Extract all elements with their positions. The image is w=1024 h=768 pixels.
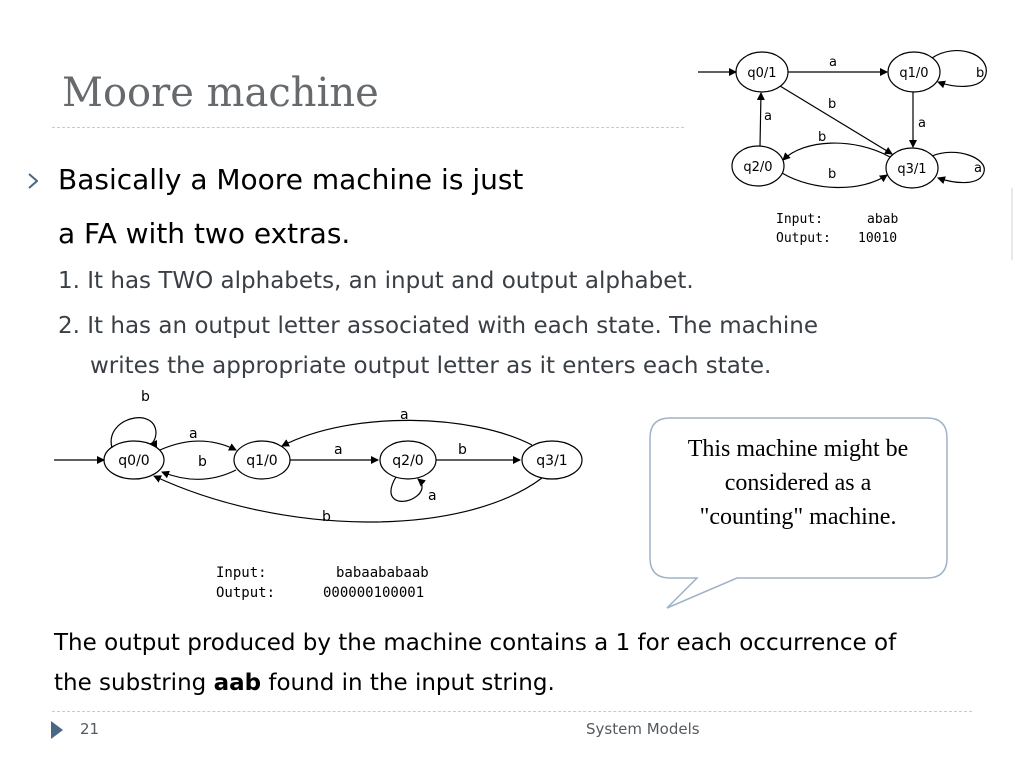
state-q0-label: q0/0: [118, 453, 149, 469]
output-label: Output:: [776, 231, 831, 246]
top-state-diagram: q0/1 q1/0 q2/0 q3/1 a b b a a b b a Inpu…: [698, 50, 987, 246]
conclusion-text-before: the substring: [54, 670, 214, 696]
callout-line-3: "counting" machine.: [699, 504, 897, 530]
edge-label: b: [976, 66, 984, 81]
conclusion-line-2: the substring aab found in the input str…: [54, 670, 555, 696]
input-label: Input:: [216, 565, 267, 581]
edge-q3-q2: [782, 142, 891, 161]
edge-label: b: [198, 454, 207, 470]
conclusion-text-after: found in the input string.: [261, 670, 555, 696]
edge-q2-q3: [781, 172, 888, 189]
state-q2-label: q2/0: [743, 160, 772, 175]
sub-item-2-number: 2.: [58, 313, 80, 339]
edge-label: a: [334, 442, 343, 458]
state-q3-label: q3/1: [897, 162, 926, 177]
edge-q3-q0: [153, 475, 543, 523]
loop-q0: [110, 417, 158, 449]
edge-q3-q1: [281, 419, 533, 447]
callout-line-1: This machine might be: [687, 436, 909, 462]
bullet-line-1: Basically a Moore machine is just: [58, 163, 524, 196]
edge-label: b: [828, 167, 836, 182]
edge-label: a: [428, 488, 437, 504]
state-q1-label: q1/0: [246, 453, 277, 469]
edge-label: a: [764, 109, 772, 124]
edge-label: b: [322, 509, 331, 525]
edge-label: b: [141, 389, 150, 405]
output-value: 10010: [858, 231, 897, 246]
title-divider: [52, 127, 684, 128]
footer-title: System Models: [586, 720, 700, 738]
sub-item-1-number: 1.: [58, 268, 80, 294]
conclusion-line-1: The output produced by the machine conta…: [54, 630, 897, 656]
edge-q1-q0: [161, 469, 237, 480]
edge-label: b: [828, 97, 836, 112]
state-q3-label: q3/1: [536, 453, 567, 469]
bottom-state-diagram: q0/0 q1/0 q2/0 q3/1 b a b a b a a b Inpu…: [54, 389, 583, 601]
sub-item-2-text: It has an output letter associated with …: [87, 313, 819, 339]
substring-aab: aab: [213, 670, 262, 696]
state-q1: [887, 51, 941, 93]
edge-label: b: [458, 442, 467, 458]
state-q3: [521, 440, 583, 480]
bullet-line-2: a FA with two extras.: [58, 217, 351, 250]
state-q3: [885, 147, 939, 189]
loop-q1: [931, 50, 987, 89]
slide-title: Moore machine: [62, 70, 379, 116]
edge-q0-q3: [779, 85, 893, 155]
edge-label: a: [189, 426, 198, 442]
edge-label: a: [974, 161, 982, 176]
sub-item-1: 1. It has TWO alphabets, an input and ou…: [58, 268, 694, 294]
edge-label: a: [400, 407, 409, 423]
callout-bubble: [649, 417, 948, 609]
input-value: babaababaab: [336, 565, 429, 581]
footer-divider: [52, 711, 972, 712]
edge-label: a: [918, 116, 926, 131]
output-label: Output:: [216, 585, 275, 601]
state-q1-label: q1/0: [899, 66, 928, 81]
loop-q2: [390, 476, 426, 502]
state-q0-label: q0/1: [747, 66, 776, 81]
input-label: Input:: [776, 212, 823, 227]
callout-text: This machine might be considered as a "c…: [652, 432, 944, 534]
sub-item-1-text: It has TWO alphabets, an input and outpu…: [87, 268, 694, 294]
page-number: 21: [80, 720, 100, 738]
state-q2-label: q2/0: [392, 453, 423, 469]
loop-q3: [931, 151, 985, 185]
edge-decoration: [1011, 188, 1013, 260]
state-q2: [731, 145, 785, 187]
output-value: 000000100001: [323, 585, 424, 601]
footer-triangle-icon: [51, 721, 63, 739]
sub-item-2-continuation: writes the appropriate output letter as …: [90, 353, 772, 379]
input-value: abab: [867, 212, 898, 227]
callout-line-2: considered as a: [724, 470, 872, 496]
bullet-triangle-icon: [28, 173, 38, 189]
edge-q2-q0: [756, 92, 765, 147]
state-q0: [103, 440, 165, 480]
edge-q0-q1: [159, 440, 237, 451]
sub-item-2: 2. It has an output letter associated wi…: [58, 313, 818, 339]
edge-label: a: [829, 55, 837, 70]
edge-label: b: [818, 130, 826, 145]
